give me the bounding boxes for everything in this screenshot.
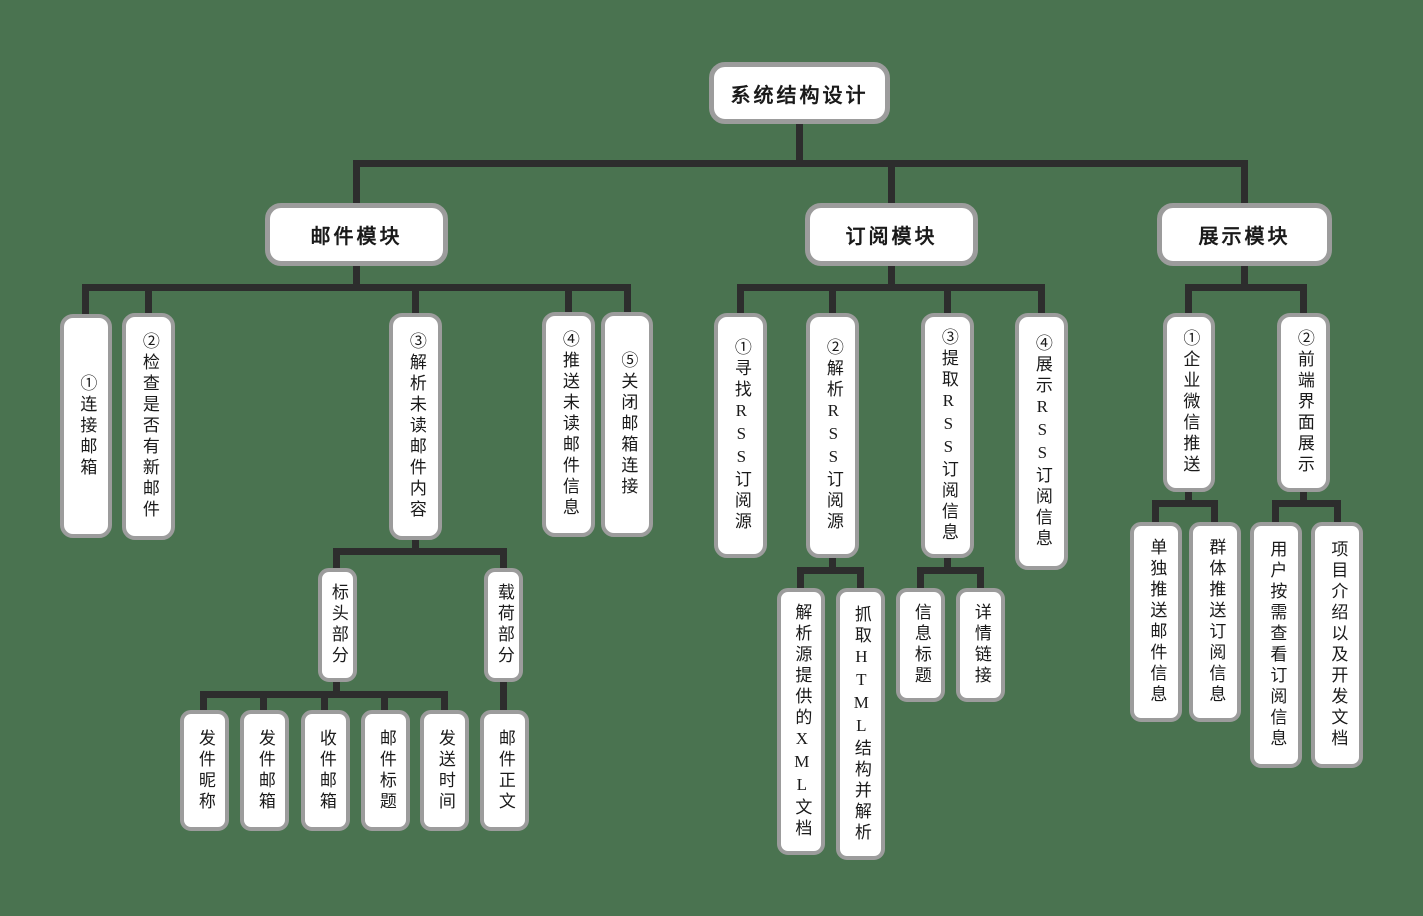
connector-display-child-drop-1 xyxy=(1185,284,1192,313)
node-mail-field-sender-address: 发件邮箱 xyxy=(240,710,289,831)
connector-header-part-stem xyxy=(333,682,340,695)
connector-display-child-drop-2 xyxy=(1300,284,1307,313)
node-module-display: 展示模块 xyxy=(1157,203,1332,266)
connector-sub-step3-rail xyxy=(917,567,984,574)
node-sub-step-1: ①寻找RSS订阅源 xyxy=(714,313,767,558)
connector-payload-part-drop xyxy=(500,548,507,568)
connector-mail-stem xyxy=(353,265,360,291)
node-module-mail: 邮件模块 xyxy=(265,203,448,266)
connector-subscription-stem xyxy=(888,265,895,291)
node-mail-part-header: 标头部分 xyxy=(318,568,357,682)
node-sub-item-title: 信息标题 xyxy=(896,588,945,702)
connector-display-rail-bar xyxy=(1185,284,1307,291)
node-mail-field-body: 邮件正文 xyxy=(480,710,529,831)
connector-mail-child-drop-5 xyxy=(624,284,631,314)
connector-display-step2-stem xyxy=(1300,492,1307,507)
connector-item-title-drop xyxy=(917,567,924,588)
node-mail-field-subject: 邮件标题 xyxy=(361,710,410,831)
node-sub-parse-xml: 解析源提供的XML文档 xyxy=(777,588,825,855)
connector-sub-step2-rail xyxy=(797,567,864,574)
node-sub-step-2: ②解析RSS订阅源 xyxy=(806,313,859,558)
connector-mail-rail xyxy=(82,284,631,291)
connector-mail-child-drop-3 xyxy=(412,284,419,315)
node-mail-field-send-time: 发送时间 xyxy=(420,710,469,831)
connector-sub-child-drop-2 xyxy=(829,284,836,313)
node-display-frontend-view: 用户按需查看订阅信息 xyxy=(1250,522,1302,768)
node-module-subscription: 订阅模块 xyxy=(805,203,978,266)
connector-subscription-rail xyxy=(737,284,1045,291)
connector-display-step1-stem xyxy=(1185,492,1192,507)
connector-frontend-docs-drop xyxy=(1334,500,1341,522)
node-sub-step-3: ③提取RSS订阅信息 xyxy=(921,313,974,558)
node-root: 系统结构设计 xyxy=(709,62,890,124)
connector-sub-child-drop-1 xyxy=(737,284,744,313)
node-mail-part-payload: 载荷部分 xyxy=(484,568,523,682)
connector-sub-child-drop-3 xyxy=(944,284,951,313)
connector-display-step1-rail xyxy=(1152,500,1218,507)
connector-wechat-group-drop xyxy=(1211,500,1218,522)
connector-header-field-drop-3 xyxy=(321,691,328,710)
node-display-step-2: ②前端界面展示 xyxy=(1277,313,1330,492)
node-mail-step-2: ②检查是否有新邮件 xyxy=(122,313,175,540)
node-sub-parse-html: 抓取HTML结构并解析 xyxy=(836,588,885,860)
connector-parse-xml-drop xyxy=(797,567,804,588)
node-mail-step-1: ①连接邮箱 xyxy=(60,314,112,538)
node-display-wechat-single: 单独推送邮件信息 xyxy=(1130,522,1182,722)
connector-header-field-drop-5 xyxy=(441,691,448,710)
connector-mail-child-drop-1 xyxy=(82,284,89,315)
connector-header-part-drop xyxy=(333,548,340,568)
connector-root-stem xyxy=(796,122,803,167)
connector-mail-module-drop xyxy=(353,160,360,205)
node-sub-step-4: ④展示RSS订阅信息 xyxy=(1015,313,1068,570)
connector-display-module-drop xyxy=(1241,160,1248,205)
node-mail-step-3: ③解析未读邮件内容 xyxy=(389,313,442,540)
node-mail-step-4: ④推送未读邮件信息 xyxy=(542,312,595,537)
connector-mail-child-drop-2 xyxy=(145,284,152,315)
connector-display-stem xyxy=(1241,265,1248,291)
connector-wechat-single-drop xyxy=(1152,500,1159,522)
connector-sub-step3-stem xyxy=(944,558,951,574)
connector-header-field-drop-4 xyxy=(381,691,388,710)
connector-sub-step2-stem xyxy=(829,558,836,574)
connector-parse-html-drop xyxy=(857,567,864,588)
connector-header-field-drop-2 xyxy=(260,691,267,710)
connector-header-field-drop-1 xyxy=(200,691,207,710)
connector-subscription-module-drop xyxy=(888,160,895,205)
node-display-frontend-docs: 项目介绍以及开发文档 xyxy=(1311,522,1363,768)
connector-sub-child-drop-4 xyxy=(1038,284,1045,313)
connector-display-step2-rail xyxy=(1272,500,1341,507)
node-mail-field-recipient-address: 收件邮箱 xyxy=(301,710,350,831)
connector-payload-field-link xyxy=(500,682,507,710)
node-sub-item-link: 详情链接 xyxy=(956,588,1005,702)
node-mail-step-5: ⑤关闭邮箱连接 xyxy=(601,312,653,537)
connector-mail-step3-stem xyxy=(412,540,419,555)
connector-frontend-view-drop xyxy=(1272,500,1279,522)
connector-top-rail xyxy=(353,160,1248,167)
node-display-step-1: ①企业微信推送 xyxy=(1163,313,1215,492)
node-mail-field-sender-nickname: 发件昵称 xyxy=(180,710,229,831)
connector-mail-step3-rail xyxy=(333,548,507,555)
connector-item-link-drop xyxy=(977,567,984,588)
connector-mail-child-drop-4 xyxy=(565,284,572,314)
node-display-wechat-group: 群体推送订阅信息 xyxy=(1189,522,1241,722)
